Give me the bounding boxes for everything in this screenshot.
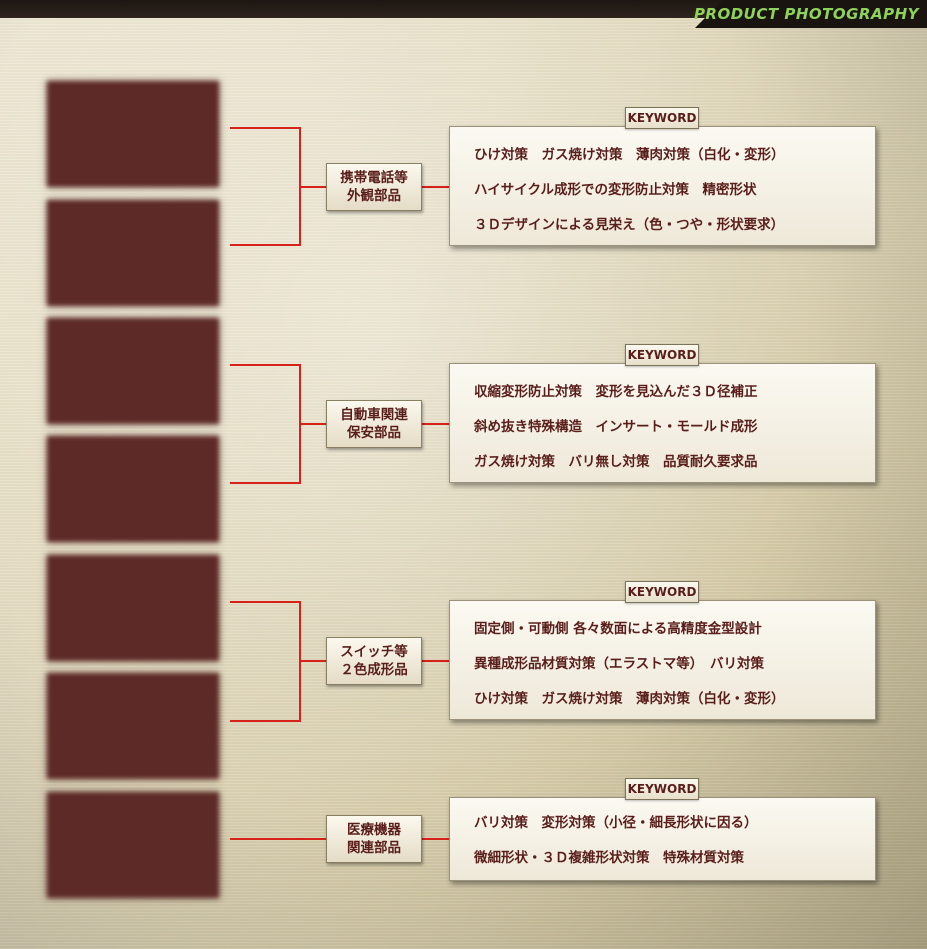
header-label: PRODUCT PHOTOGRAPHY <box>693 5 919 23</box>
keyword-line: 異種成形品材質対策（エラストマ等） バリ対策 <box>474 656 764 672</box>
product-image-7 <box>47 792 219 898</box>
header-tab <box>695 0 927 28</box>
connector-line <box>422 423 449 425</box>
product-image-3 <box>47 318 219 424</box>
keyword-line: ハイサイクル成形での変形防止対策 精密形状 <box>474 182 757 198</box>
keyword-box-switch: 固定側・可動側 各々数面による高精度金型設計 異種成形品材質対策（エラストマ等）… <box>449 600 876 720</box>
category-label-line: ２色成形品 <box>340 662 408 678</box>
keyword-line: バリ対策 変形対策（小径・細長形状に因る） <box>474 815 758 831</box>
product-image-4 <box>47 436 219 542</box>
keyword-line: 固定側・可動側 各々数面による高精度金型設計 <box>474 621 762 637</box>
category-label-line: 医療機器 <box>347 822 401 838</box>
connector-line <box>230 244 301 246</box>
product-image-2 <box>47 200 219 306</box>
connector-line <box>299 660 326 662</box>
connector-line <box>422 186 449 188</box>
category-label-line: 外観部品 <box>347 188 401 204</box>
keyword-box-mobile-phone: ひけ対策 ガス焼け対策 薄肉対策（白化・変形） ハイサイクル成形での変形防止対策… <box>449 126 876 246</box>
top-bar <box>0 0 927 18</box>
keyword-line: ガス焼け対策 バリ無し対策 品質耐久要求品 <box>474 454 758 470</box>
connector-line <box>230 601 301 603</box>
keyword-tab: KEYWORD <box>625 107 699 129</box>
keyword-box-medical: バリ対策 変形対策（小径・細長形状に因る） 微細形状・３Ｄ複雑形状対策 特殊材質… <box>449 797 876 881</box>
keyword-line: ひけ対策 ガス焼け対策 薄肉対策（白化・変形） <box>474 147 785 163</box>
connector-line <box>299 186 326 188</box>
keyword-line: 微細形状・３Ｄ複雑形状対策 特殊材質対策 <box>474 850 744 866</box>
category-automotive: 自動車関連 保安部品 <box>326 400 422 448</box>
keyword-tab: KEYWORD <box>625 778 699 800</box>
category-label-line: 自動車関連 <box>340 407 408 423</box>
connector-line <box>299 423 326 425</box>
product-image-5 <box>47 555 219 661</box>
category-label-line: スイッチ等 <box>340 644 408 660</box>
connector-line <box>230 838 326 840</box>
category-switch: スイッチ等 ２色成形品 <box>326 637 422 685</box>
connector-line <box>230 720 301 722</box>
product-image-6 <box>47 673 219 779</box>
connector-line <box>422 838 449 840</box>
category-label-line: 携帯電話等 <box>340 170 408 186</box>
keyword-line: ひけ対策 ガス焼け対策 薄肉対策（白化・変形） <box>474 691 785 707</box>
product-image-1 <box>47 81 219 187</box>
connector-line <box>230 482 301 484</box>
keyword-box-automotive: 収縮変形防止対策 変形を見込んだ３Ｄ径補正 斜め抜き特殊構造 インサート・モール… <box>449 363 876 483</box>
category-label-line: 保安部品 <box>347 425 401 441</box>
connector-line <box>230 127 301 129</box>
keyword-tab: KEYWORD <box>625 581 699 603</box>
category-mobile-phone: 携帯電話等 外観部品 <box>326 163 422 211</box>
keyword-line: 収縮変形防止対策 変形を見込んだ３Ｄ径補正 <box>474 384 758 400</box>
category-label-line: 関連部品 <box>347 840 401 856</box>
connector-line <box>230 364 301 366</box>
keyword-line: ３Ｄデザインによる見栄え（色・つや・形状要求） <box>474 217 785 233</box>
keyword-line: 斜め抜き特殊構造 インサート・モールド成形 <box>474 419 758 435</box>
keyword-tab: KEYWORD <box>625 344 699 366</box>
connector-line <box>422 660 449 662</box>
category-medical: 医療機器 関連部品 <box>326 815 422 863</box>
